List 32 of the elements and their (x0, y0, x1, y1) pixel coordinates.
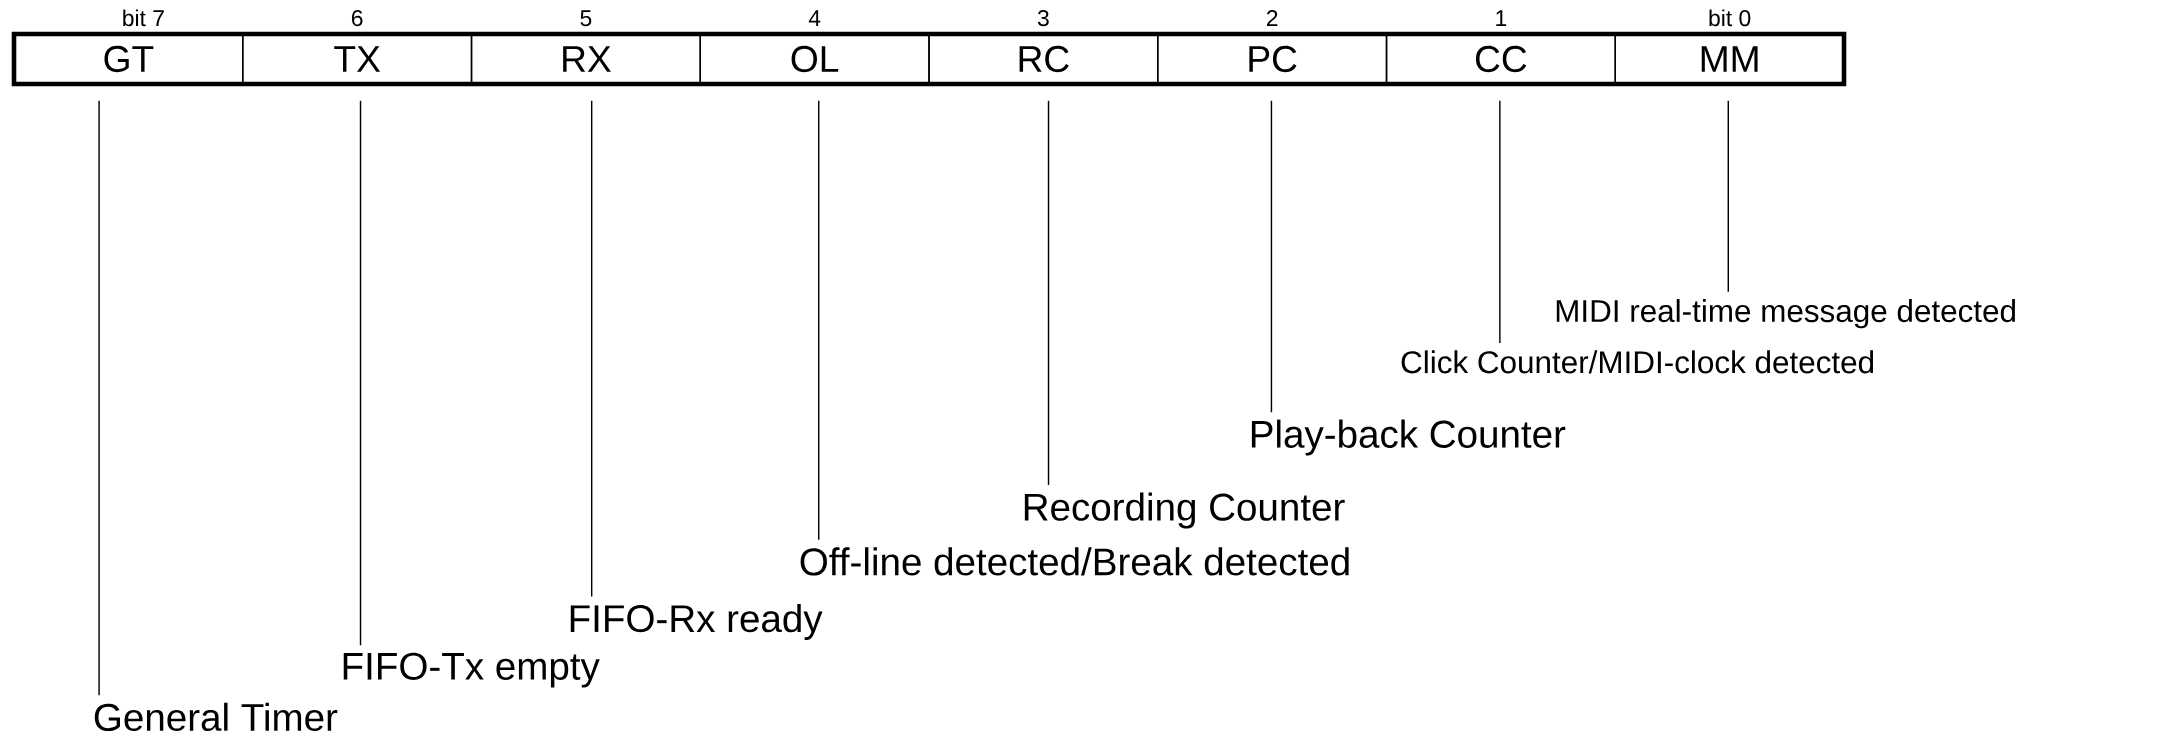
register-cell: PC (1157, 33, 1388, 85)
bit-description: Recording Counter (1024, 492, 1345, 529)
bit-description: General Timer (94, 702, 338, 732)
node-label: GT (104, 45, 154, 73)
register-cell: MM (1614, 33, 1845, 85)
leader-line (1270, 100, 1273, 413)
bit-description: FIFO-Tx empty (343, 652, 600, 688)
leader-line (1727, 100, 1729, 293)
bit-description: Play-back Counter (1251, 419, 1566, 456)
leader-line (1499, 100, 1501, 344)
bit-description: FIFO-Rx ready (570, 603, 823, 640)
bit-number: 2 (1266, 10, 1278, 26)
bit-number: 6 (351, 10, 363, 27)
bit-description: Click Counter/MIDI-clock detected (1401, 350, 1874, 374)
register-cell: RC (928, 33, 1159, 85)
leader-line (359, 100, 362, 646)
register-cell: TX (242, 33, 473, 85)
bit-description: Off-line detected/Break detected (800, 547, 1349, 576)
bit-number: 1 (1496, 10, 1507, 26)
bit-number: 4 (808, 10, 821, 26)
bit-number: 3 (1037, 10, 1049, 27)
bit-number: bit 0 (1709, 9, 1751, 27)
bit-number: bit 7 (123, 9, 164, 27)
leader-line (98, 100, 100, 697)
bit-description: MIDI real-time message detected (1556, 299, 2015, 329)
leader-line (1047, 100, 1050, 486)
leader-line (818, 100, 820, 541)
leader-line (590, 100, 593, 598)
bit-number: 5 (580, 10, 592, 27)
register-cell: OL (699, 33, 930, 85)
register-cell: CC (1385, 33, 1616, 85)
register-cell: RX (470, 33, 701, 85)
